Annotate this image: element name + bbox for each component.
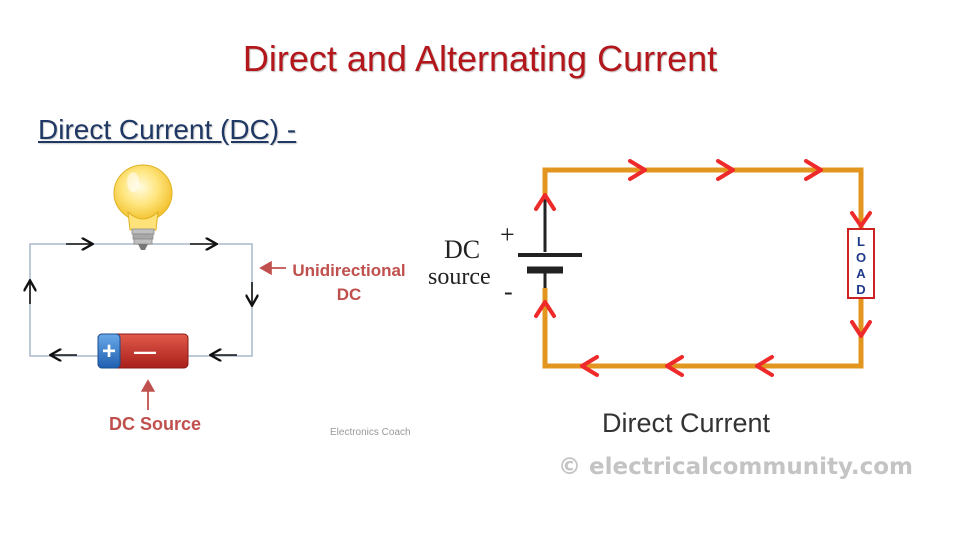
chevron-left-icon <box>665 355 684 377</box>
plus-sign: + <box>500 220 515 249</box>
left-current-arrows <box>30 244 252 355</box>
dc-source-label-line1: DC <box>444 235 480 264</box>
chevron-left-icon <box>580 355 599 377</box>
load-box <box>847 228 875 299</box>
battery-plus-sign: + <box>102 338 116 365</box>
direct-current-caption: Direct Current <box>602 408 771 438</box>
chevron-up-icon <box>534 300 556 318</box>
chevron-right-icon <box>804 159 823 181</box>
left-circuit: + — Unidirectional DC DC Source Electron… <box>30 164 411 438</box>
image-credit: Electronics Coach <box>330 427 411 438</box>
chevron-down-icon <box>850 211 872 228</box>
slide-title: Direct and Alternating Current <box>242 38 718 79</box>
dc-source-label-line2: source <box>428 264 491 290</box>
minus-sign: - <box>504 277 513 306</box>
unidirectional-label: Unidirectional <box>292 261 405 280</box>
battery-symbol <box>518 199 582 288</box>
dc-source-label: DC Source <box>109 414 201 434</box>
dc-label: DC <box>337 285 362 304</box>
load-letter: L <box>857 234 865 249</box>
chevron-right-icon <box>628 159 647 181</box>
load-letter: D <box>856 282 865 297</box>
slide-subtitle: Direct Current (DC) - <box>38 114 297 145</box>
watermark: © electricalcommunity.com <box>558 454 913 480</box>
chevron-up-icon <box>534 193 556 211</box>
light-bulb-icon <box>113 164 173 250</box>
chevron-down-icon <box>850 320 872 338</box>
right-circuit-wire <box>542 167 864 369</box>
right-current-arrows <box>534 159 872 377</box>
load-letter: A <box>856 266 866 281</box>
chevron-left-icon <box>755 355 774 377</box>
battery-minus-sign: — <box>134 339 156 364</box>
right-circuit: L O A D DC source + - Direct Current © e… <box>428 159 913 480</box>
battery-icon: + — <box>97 333 189 369</box>
chevron-right-icon <box>716 159 735 181</box>
load-letter: O <box>856 250 866 265</box>
